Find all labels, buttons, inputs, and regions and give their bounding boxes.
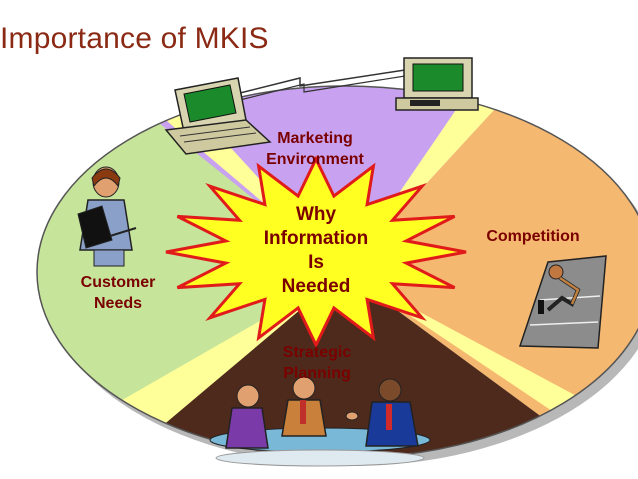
segment-strategic-planning (100, 272, 600, 458)
laptop-icon (164, 77, 272, 155)
segment-customer-needs (37, 86, 345, 458)
businesswoman-icon (77, 166, 137, 267)
starburst-text: Why Information Is Needed (263, 204, 369, 297)
business-meeting-icon (209, 376, 431, 467)
connection-bolt (231, 69, 406, 96)
label-marketing-environment: Marketing Environment (266, 130, 364, 168)
label-customer-needs: Customer Needs (80, 274, 156, 312)
label-competition: Competition (486, 228, 580, 245)
label-strategic-planning: Strategic Planning (282, 344, 352, 382)
page-title: Importance of MKIS (0, 22, 269, 55)
runner-on-track-icon (518, 255, 607, 349)
starburst-shape (165, 155, 467, 349)
computer-terminal-icon (395, 57, 479, 111)
connection-bolt-2 (235, 75, 406, 102)
